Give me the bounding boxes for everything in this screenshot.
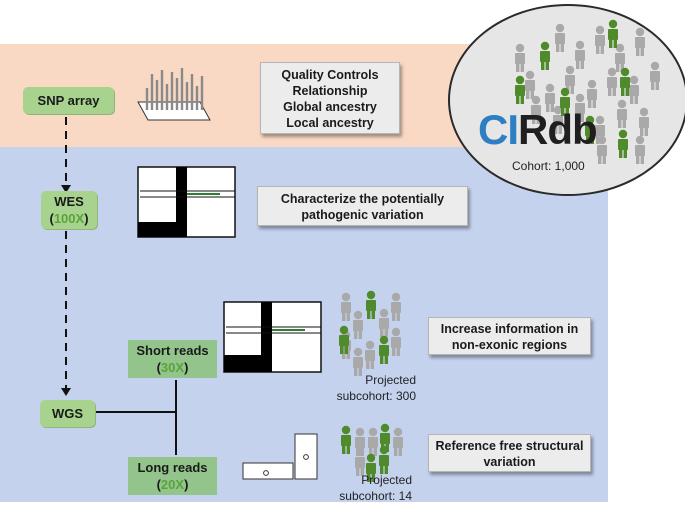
short-reads-callout-line-1: Increase information in [440,322,579,336]
wes-callout: Characterize the potentially pathogenic … [257,186,468,226]
snp-array-label: SNP array [37,93,100,108]
short-reads-node: Short reads (30X) [128,340,217,378]
snp-callout-line-2: Relationship [292,84,368,98]
snp-callout-line-4: Local ancestry [286,116,374,130]
wes-node: WES (100X) [41,191,97,229]
snp-array-node: SNP array [23,87,114,114]
wgs-label: WGS [51,406,84,421]
long-reads-node: Long reads (20X) [128,457,217,495]
long-reads-callout-line-1: Reference free structural [435,439,584,453]
long-reads-callout-line-2: variation [483,455,536,469]
snp-callout-line-1: Quality Controls [281,68,379,82]
wes-label: WES [54,194,84,209]
short-reads-depth: 30X [160,360,185,375]
wes-callout-line-2: pathogenic variation [301,208,424,222]
wes-callout-line-1: Characterize the potentially [280,192,445,206]
subcohort-14-label: Projected subcohort: 14 [318,472,412,504]
wgs-node: WGS [40,400,95,427]
subcohort-300-label: Projected subcohort: 300 [322,372,416,404]
long-reads-callout: Reference free structural variation [428,434,591,472]
subcohort-14-line-1: Projected [361,473,412,487]
long-reads-depth: 20X [160,477,185,492]
subcohort-300-line-2: subcohort: 300 [336,389,416,403]
subcohort-14-line-2: subcohort: 14 [339,489,412,503]
snp-callout: Quality Controls Relationship Global anc… [260,62,400,134]
short-reads-label: Short reads [136,343,209,358]
cirdb-logo: CIRdb [478,106,598,153]
long-reads-label: Long reads [137,460,208,475]
snp-callout-line-3: Global ancestry [283,100,377,114]
subcohort-300-line-1: Projected [365,373,416,387]
wes-depth: 100X [53,211,85,226]
short-reads-callout: Increase information in non-exonic regio… [428,317,591,355]
short-reads-callout-line-2: non-exonic regions [451,338,568,352]
cohort-caption: Cohort: 1,000 [512,159,585,173]
